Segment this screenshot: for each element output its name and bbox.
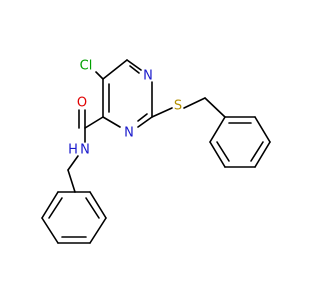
ph2-bond-2	[254, 116, 271, 143]
bond-ch2-ph2	[204, 97, 226, 118]
substituent-bonds	[67, 71, 226, 193]
atom-o-label: O	[77, 96, 87, 111]
atom-nh-label: N	[80, 143, 90, 158]
ph1-bond-3	[41, 217, 59, 244]
bond-c5-c6	[102, 59, 128, 80]
bond-c2-n3-inner	[137, 113, 148, 122]
phenyl-ring-left	[41, 191, 107, 244]
ph2-bond-5	[209, 141, 226, 168]
ph2-bond-6	[209, 116, 226, 143]
bond-c4-carbonyl	[84, 116, 104, 129]
bond-c5-cl	[95, 71, 104, 80]
atom-n-ring-bottom-label: N	[124, 126, 134, 141]
bond-n-ch2	[67, 155, 79, 171]
ph1-bond-6	[89, 191, 107, 219]
atom-cl-label: Cl	[80, 59, 93, 74]
ph2-bond-3	[254, 141, 271, 168]
bond-c6-n1	[126, 59, 142, 71]
ph2-inner-2	[250, 141, 264, 162]
bond-c6-n1-inner	[129, 65, 140, 74]
bond-c2-n3	[137, 116, 153, 128]
molecule-structure: Cl N N S O N H	[41, 59, 271, 244]
bond-n3-c4	[102, 116, 121, 128]
atom-h-label: H	[68, 143, 78, 158]
atom-s-label: S	[174, 99, 182, 114]
bond-ch2-ph1	[67, 169, 76, 193]
bond-s-ch2	[183, 97, 206, 109]
ph1-bond-5	[89, 217, 107, 244]
ph1-inner-1	[48, 197, 63, 219]
ph1-bond-2	[41, 191, 59, 219]
ph2-inner-3	[216, 141, 230, 162]
atom-n-ring-top-label: N	[143, 69, 153, 84]
pyrimidine-ring	[102, 59, 153, 128]
bond-c2-s	[151, 107, 173, 118]
phenyl-ring-right	[209, 116, 271, 168]
ph1-inner-3	[85, 197, 100, 219]
